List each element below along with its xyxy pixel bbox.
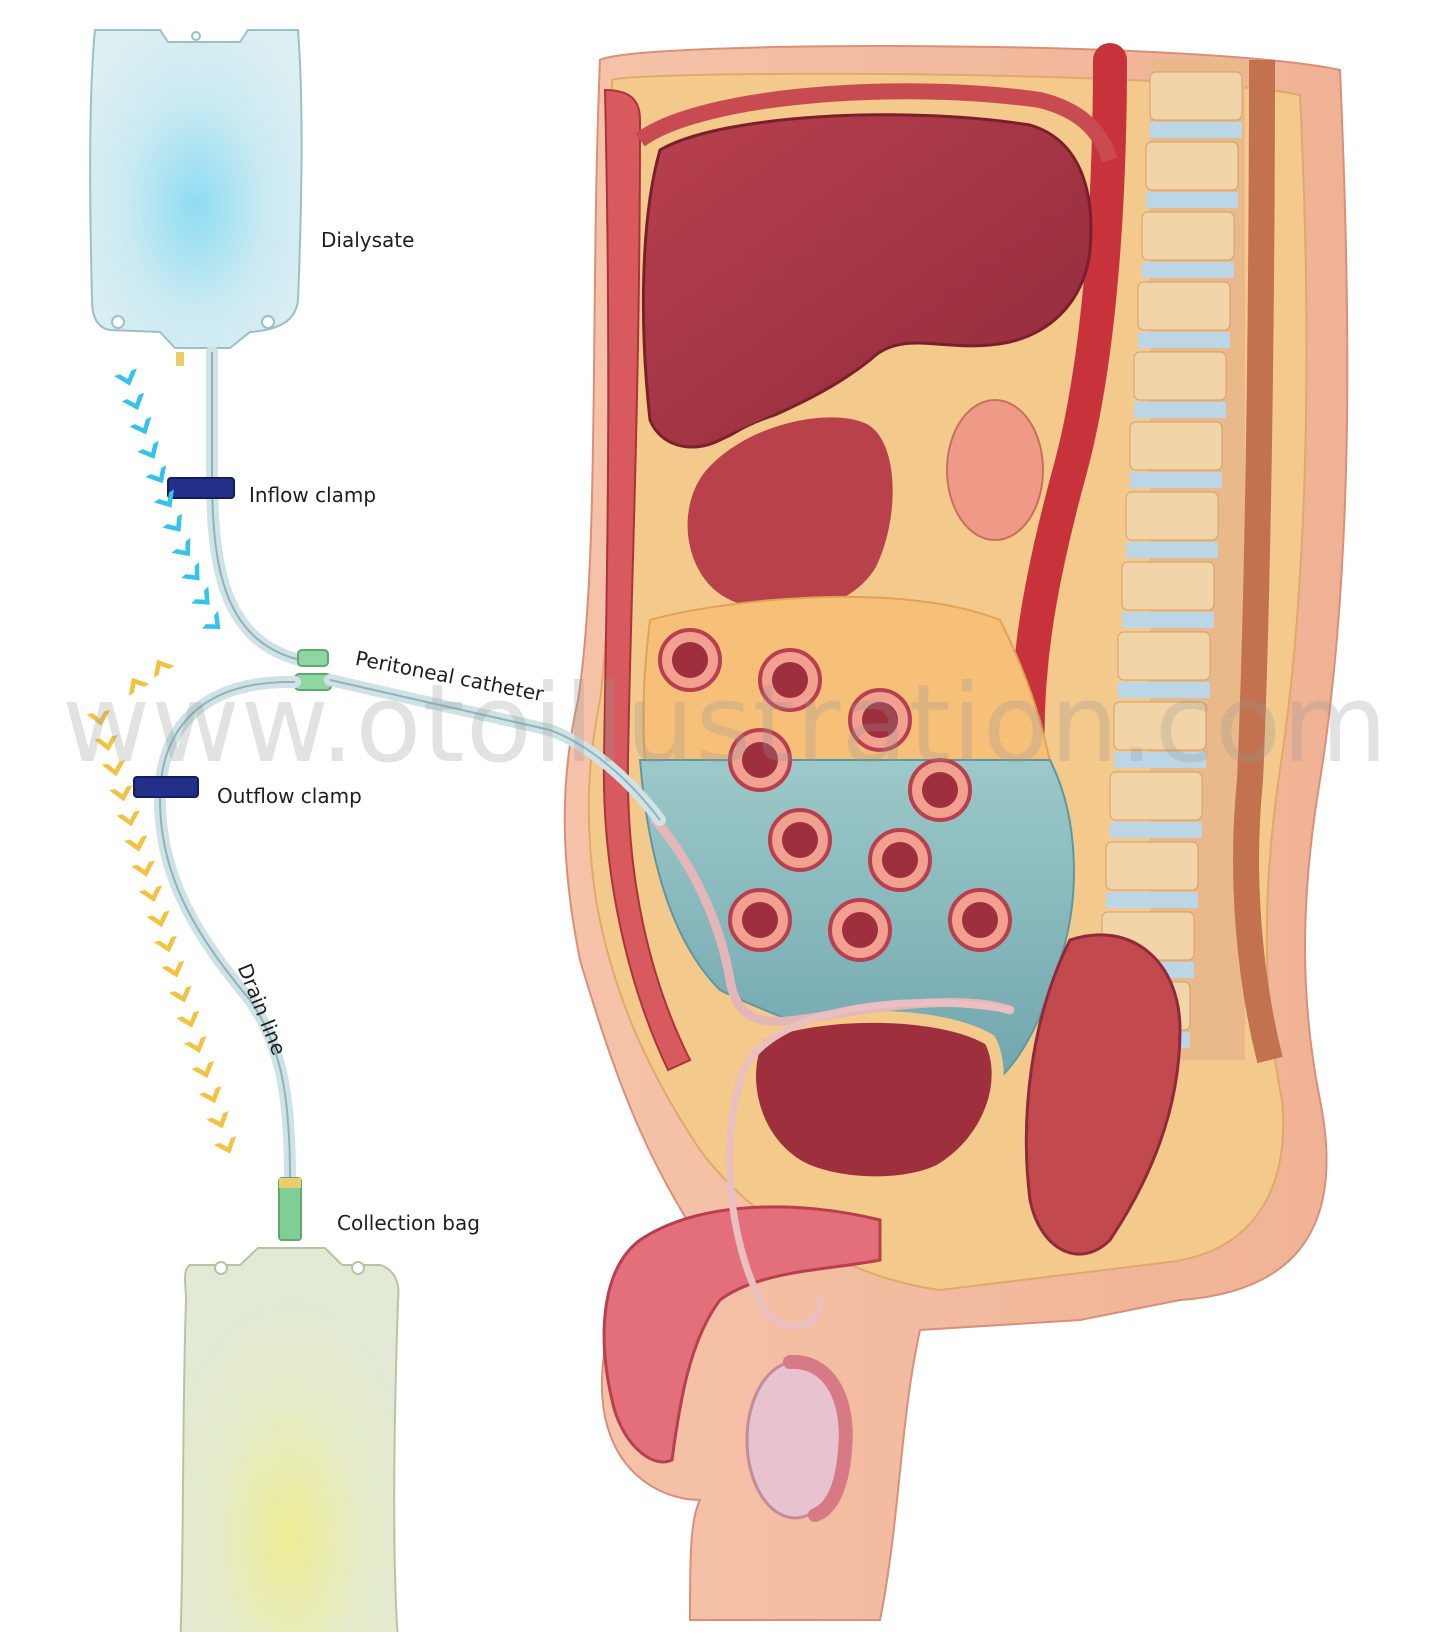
vertebra bbox=[1117, 631, 1211, 681]
vertebra bbox=[1133, 351, 1227, 401]
outflow-tube bbox=[153, 675, 301, 1186]
flow-arrow-chevron bbox=[168, 985, 192, 1003]
dialysate-bag bbox=[89, 29, 303, 349]
vertebra bbox=[1129, 421, 1223, 471]
flow-arrow-chevron bbox=[101, 760, 126, 777]
flow-arrow-chevron bbox=[161, 960, 185, 978]
spinal-cord bbox=[1233, 59, 1283, 1064]
bowel-lumen bbox=[742, 742, 778, 778]
bowel-lumen bbox=[782, 822, 818, 858]
flow-arrow-chevron bbox=[191, 586, 210, 605]
flow-arrow-chevron bbox=[206, 1111, 229, 1129]
flow-arrow-chevron bbox=[121, 392, 145, 411]
label-collection-bag: Collection bag bbox=[337, 1211, 480, 1235]
flow-arrow-chevron bbox=[198, 1085, 222, 1104]
intervertebral-disc bbox=[1122, 612, 1214, 628]
outflow-arrows bbox=[86, 659, 237, 1154]
bowel-lumen bbox=[882, 842, 918, 878]
flow-arrow-chevron bbox=[146, 910, 170, 928]
inflow-clamp bbox=[167, 477, 235, 499]
y-connector-upper bbox=[297, 649, 329, 667]
bowel-lumen bbox=[862, 702, 898, 738]
flow-arrow-chevron bbox=[129, 416, 152, 435]
penis bbox=[602, 1205, 882, 1464]
stomach bbox=[677, 407, 903, 622]
label-outflow-clamp: Outflow clamp bbox=[217, 784, 362, 808]
bladder bbox=[744, 1010, 1004, 1189]
intervertebral-disc bbox=[1118, 682, 1210, 698]
flow-arrow-chevron bbox=[131, 860, 155, 877]
liver bbox=[641, 113, 1093, 449]
inflow-arrows bbox=[114, 368, 221, 630]
intervertebral-disc bbox=[1106, 892, 1198, 908]
bowel-lumen bbox=[842, 912, 878, 948]
bowel-lumen bbox=[672, 642, 708, 678]
flow-arrow-chevron bbox=[86, 710, 111, 726]
outflow-clamp bbox=[133, 776, 199, 798]
flow-arrow-chevron bbox=[202, 610, 221, 630]
vertebra bbox=[1137, 281, 1231, 331]
collection-bag bbox=[179, 1247, 400, 1637]
flow-arrow-chevron bbox=[114, 368, 137, 386]
intervertebral-disc bbox=[1126, 542, 1218, 558]
intervertebral-disc bbox=[1130, 472, 1222, 488]
vertebra bbox=[1109, 771, 1203, 821]
diaphragm bbox=[635, 83, 1118, 163]
catheter-tunnel-loop bbox=[726, 999, 1014, 1330]
flow-arrow-chevron bbox=[128, 677, 150, 696]
flow-arrow-chevron bbox=[109, 785, 133, 802]
vertebra bbox=[1113, 701, 1207, 751]
flow-arrow-chevron bbox=[137, 440, 159, 459]
flow-arrow-chevron bbox=[181, 562, 200, 581]
intervertebral-disc bbox=[1114, 752, 1206, 768]
vertebra bbox=[1125, 491, 1219, 541]
intervertebral-disc bbox=[1150, 122, 1242, 138]
label-dialysate: Dialysate bbox=[321, 228, 415, 252]
vertebra bbox=[1121, 561, 1215, 611]
flow-arrow-chevron bbox=[124, 835, 148, 852]
abdominal-cross-section bbox=[563, 43, 1349, 1621]
vertebra bbox=[1149, 71, 1243, 121]
pancreas bbox=[946, 399, 1044, 541]
flow-arrow-chevron bbox=[153, 489, 174, 508]
epididymis bbox=[783, 1354, 853, 1522]
flow-arrow-chevron bbox=[183, 1035, 207, 1053]
intervertebral-disc bbox=[1146, 192, 1238, 208]
intervertebral-disc bbox=[1142, 262, 1234, 278]
flow-arrow-chevron bbox=[153, 659, 175, 678]
flow-arrow-chevron bbox=[191, 1060, 214, 1079]
rectum bbox=[1024, 933, 1182, 1256]
dialysis-equipment bbox=[86, 29, 666, 1637]
label-inflow-clamp: Inflow clamp bbox=[249, 483, 377, 507]
flow-arrow-chevron bbox=[116, 810, 141, 827]
flow-arrow-chevron bbox=[213, 1136, 237, 1154]
vertebra bbox=[1141, 211, 1235, 261]
bowel-loops bbox=[658, 628, 1012, 962]
bowel-lumen bbox=[962, 902, 998, 938]
flow-arrow-chevron bbox=[162, 513, 182, 532]
intervertebral-disc bbox=[1110, 822, 1202, 838]
flow-arrow-chevron bbox=[94, 735, 118, 752]
intervertebral-disc bbox=[1138, 332, 1230, 348]
bowel-lumen bbox=[922, 772, 958, 808]
bowel-lumen bbox=[742, 902, 778, 938]
intervertebral-disc bbox=[1134, 402, 1226, 418]
rectus-muscle bbox=[602, 88, 692, 1072]
bowel-lumen bbox=[772, 662, 808, 698]
vertebra bbox=[1105, 841, 1199, 891]
flow-arrow-chevron bbox=[145, 465, 167, 484]
flow-arrow-chevron bbox=[176, 1010, 200, 1028]
flow-arrow-chevron bbox=[139, 885, 163, 903]
flow-arrow-chevron bbox=[171, 537, 191, 557]
vertebra bbox=[1145, 141, 1239, 191]
flow-arrow-chevron bbox=[153, 935, 178, 953]
